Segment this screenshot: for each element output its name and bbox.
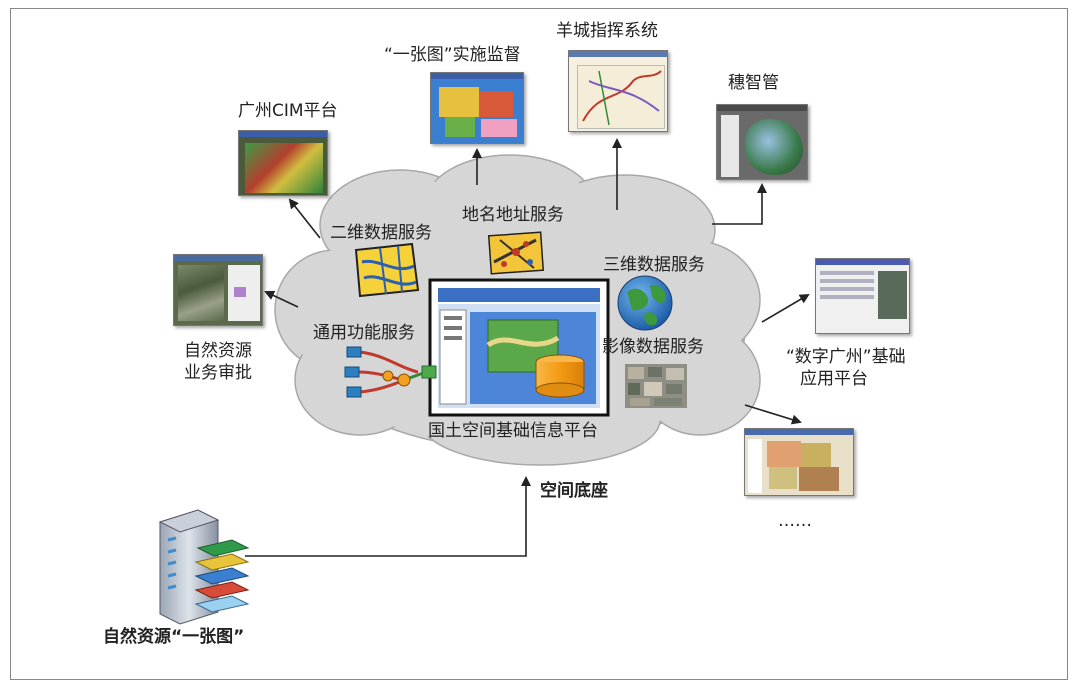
more-app-screenshot: [744, 428, 854, 496]
arrow-to-more: [744, 404, 802, 425]
server-stack-icon: [158, 509, 250, 625]
label-digital-1: “数字广州”基础: [786, 347, 906, 367]
arrow-to-digital: [761, 293, 810, 323]
imagery-tiles-icon: [625, 364, 687, 408]
globe-icon: [617, 275, 673, 331]
digital-gz-screenshot: [815, 258, 910, 334]
base-label: 空间底座: [540, 481, 608, 501]
service-2d: 二维数据服务: [330, 223, 432, 243]
label-approval-2: 业务审批: [184, 363, 252, 383]
center-platform-label: 国土空间基础信息平台: [428, 421, 598, 441]
service-3d: 三维数据服务: [603, 255, 705, 275]
arrow-from-source: [245, 476, 531, 557]
label-yizhangtu: “一张图”实施监督: [384, 45, 521, 65]
label-approval-1: 自然资源: [184, 341, 252, 361]
yizhangtu-screenshot: [430, 72, 524, 144]
suizhi-screenshot: [716, 104, 808, 180]
cim-screenshot: [238, 130, 328, 196]
arrow-to-approval: [264, 290, 299, 308]
arrow-to-suizhi: [712, 183, 767, 225]
label-more: ……: [778, 511, 812, 531]
label-yangcheng: 羊城指挥系统: [556, 21, 658, 41]
label-cim: 广州CIM平台: [238, 101, 338, 121]
arrows: [245, 138, 810, 557]
service-general: 通用功能服务: [313, 323, 415, 343]
address-map-icon: [487, 231, 545, 275]
platform-window-icon: [428, 278, 610, 417]
service-address: 地名地址服务: [462, 205, 564, 225]
label-digital-2: 应用平台: [800, 369, 868, 389]
arrow-to-cim: [288, 198, 321, 239]
approval-screenshot: [173, 254, 263, 326]
function-network-icon: [344, 346, 437, 398]
source-label: 自然资源“一张图”: [103, 627, 245, 647]
label-suizhi: 穗智管: [728, 73, 779, 93]
service-image: 影像数据服务: [602, 337, 704, 357]
yangcheng-screenshot: [568, 50, 668, 132]
2d-map-icon: [354, 242, 420, 298]
figure-frame: [10, 8, 1068, 680]
